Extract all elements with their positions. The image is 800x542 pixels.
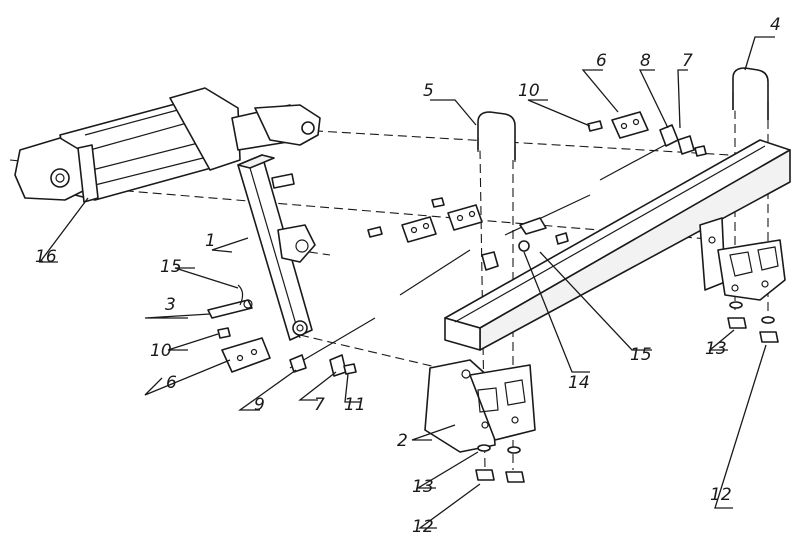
- callout-12-right: 12: [710, 485, 732, 505]
- callout-3: 3: [165, 295, 176, 315]
- left-bracket: [424, 359, 536, 453]
- callout-15-left: 15: [160, 257, 182, 277]
- lower-left-parts: [207, 284, 376, 377]
- callout-4: 4: [770, 15, 781, 35]
- callout-12-left: 12: [412, 517, 434, 537]
- u-bolt-right: [732, 67, 769, 120]
- callout-10-lower: 10: [150, 341, 172, 361]
- leader-lines: [38, 36, 775, 529]
- washers-and-nuts: [475, 301, 779, 483]
- callout-6-upper: 6: [596, 51, 607, 71]
- square-beam: [444, 139, 791, 351]
- callout-8: 8: [640, 51, 651, 71]
- callout-14: 14: [568, 373, 590, 393]
- callout-13-right: 13: [705, 339, 727, 359]
- u-bolt-left: [477, 111, 516, 162]
- callout-2: 2: [397, 431, 408, 451]
- callout-5: 5: [423, 81, 434, 101]
- callout-7-lower: 7: [314, 395, 325, 415]
- vertical-post: [237, 154, 316, 341]
- callout-15-right: 15: [630, 345, 652, 365]
- callout-numbers: 1 2 3 4 5 6 6 7 7 8 9 10 10 11 12 12 13 …: [35, 15, 781, 537]
- callout-11: 11: [344, 395, 366, 415]
- callout-1: 1: [205, 231, 216, 251]
- callout-13-left: 13: [412, 477, 434, 497]
- right-bracket: [699, 217, 786, 301]
- hydraulic-cylinder: [14, 87, 321, 203]
- callout-10-upper: 10: [518, 81, 540, 101]
- callout-16: 16: [35, 247, 57, 267]
- callout-9: 9: [254, 395, 265, 415]
- callout-6-lower: 6: [166, 373, 177, 393]
- callout-7-upper: 7: [682, 51, 693, 71]
- upper-clamp-parts: [367, 111, 707, 296]
